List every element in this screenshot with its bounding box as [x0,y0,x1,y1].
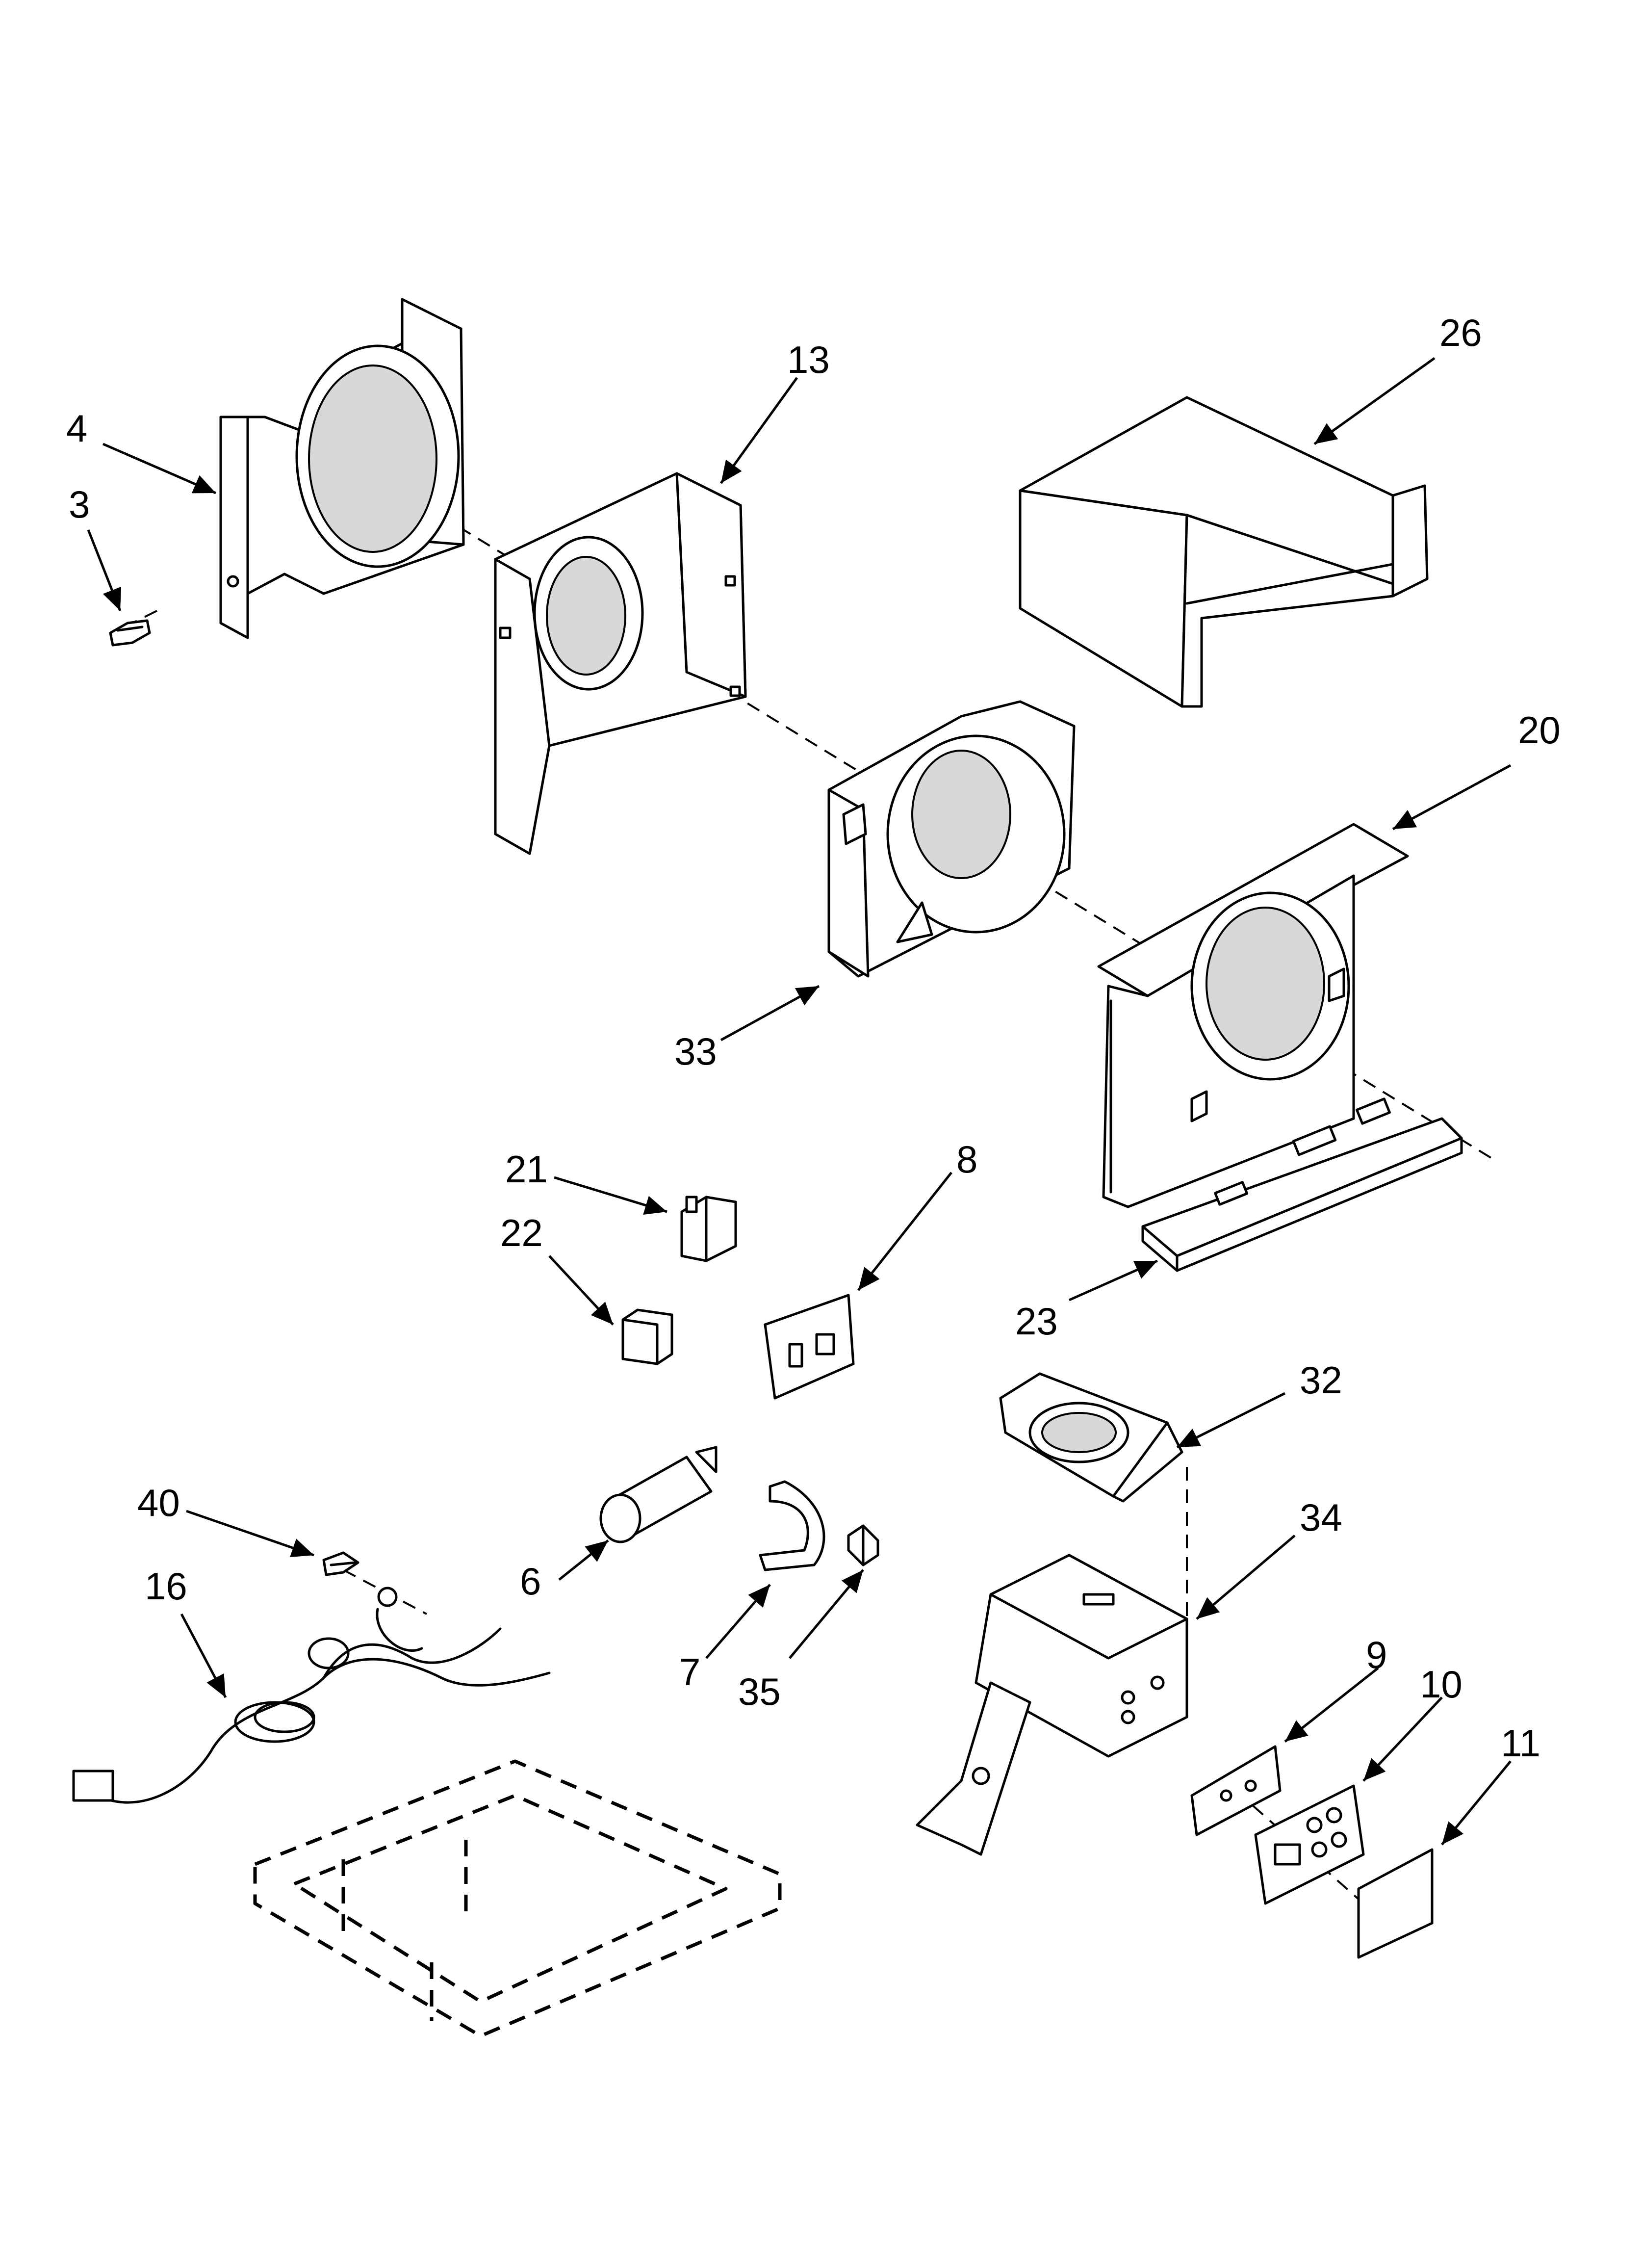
part-11-plate [1357,1848,1434,1959]
part-7-strap [759,1480,825,1571]
callout-35: 35 [738,1670,781,1713]
callout-13: 13 [787,338,830,381]
callout-9: 9 [1366,1633,1387,1676]
callout-26: 26 [1439,311,1482,354]
part-26-cover [1019,396,1429,708]
part-6-capacitor [599,1446,718,1543]
part-22-capacitor [621,1308,673,1365]
part-20-bulkhead [1097,823,1409,1208]
part-8-board [764,1294,855,1400]
callout-6: 6 [520,1560,541,1603]
callout-labels: 4 3 13 26 20 33 21 22 8 23 32 40 16 6 7 … [66,311,1561,1765]
callout-21: 21 [505,1147,548,1191]
part-3-screw [109,619,151,647]
callout-8: 8 [956,1138,977,1181]
leader-lines [87,357,1512,1846]
part-10-keypad [1254,1784,1365,1905]
callout-34: 34 [1300,1496,1342,1539]
callout-32: 32 [1300,1358,1342,1402]
callout-4: 4 [66,407,87,450]
callout-7: 7 [679,1650,700,1694]
callout-33: 33 [674,1030,717,1073]
callout-16: 16 [145,1564,187,1608]
callout-23: 23 [1015,1300,1058,1343]
part-16-harness [72,1587,551,1804]
part-33-scroll [827,700,1076,978]
part-13-bracket [494,472,747,855]
callout-11: 11 [1501,1721,1540,1765]
part-4-shroud [219,298,465,639]
callout-40: 40 [137,1481,180,1524]
callout-22: 22 [500,1211,543,1254]
part-32-seal [999,1372,1183,1503]
callout-10: 10 [1420,1663,1462,1706]
part-34-control-box [916,1554,1188,1856]
callout-3: 3 [69,483,90,526]
part-21-relay [680,1196,737,1262]
part-35-screw [847,1524,879,1566]
part-40-screw [322,1551,359,1576]
callout-20: 20 [1518,708,1561,752]
part-23-pan [1141,1097,1463,1272]
part-9-board [1190,1745,1282,1836]
base-pan-dashed [253,1759,782,2038]
